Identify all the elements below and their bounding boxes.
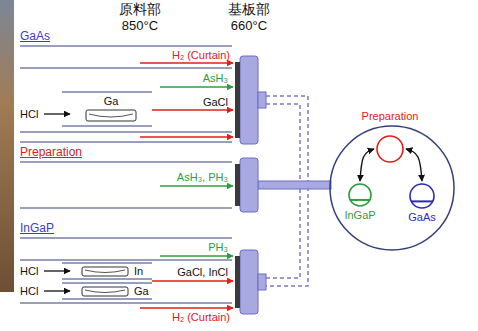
photo-strip — [0, 0, 14, 292]
temperature-value: 850°C — [122, 18, 158, 33]
holder-shaft — [258, 181, 331, 189]
gas-label: HCl — [20, 285, 38, 298]
tube-wall — [20, 67, 232, 68]
source-metal: Ga — [134, 285, 149, 298]
zone-label: 基板部 — [228, 1, 270, 18]
gas-label: AsH₃, PH₃ — [177, 171, 228, 184]
source-tube — [62, 91, 152, 92]
circle-outline — [376, 135, 404, 163]
tube-wall — [20, 207, 232, 208]
circle-outline — [410, 184, 434, 208]
chamber-name: GaAs — [20, 30, 50, 43]
linkage-dashed — [266, 96, 308, 286]
gas-flow-arrow — [44, 270, 70, 271]
chamber-name: InGaP — [20, 222, 54, 235]
tube-wall — [20, 161, 232, 162]
gas-flow-arrow — [160, 255, 233, 257]
substrate — [235, 164, 240, 206]
source-boat — [86, 110, 136, 121]
holder-shaft — [258, 274, 266, 290]
circle-outline — [409, 183, 435, 209]
rotation-stage — [330, 126, 454, 250]
gas-label: H₂ (Curtain) — [172, 49, 230, 62]
gas-label: HCl — [20, 108, 38, 121]
melt-surface — [85, 290, 125, 293]
substrate — [235, 62, 240, 138]
wafer-line — [350, 199, 370, 201]
circle-outline — [349, 184, 371, 206]
gas-flow-arrow — [140, 307, 233, 309]
zone-label: 原料部 — [119, 1, 161, 18]
station-label: Preparation — [362, 110, 419, 123]
source-metal: In — [134, 265, 143, 278]
substrate — [235, 256, 240, 308]
temperature-value: 660°C — [231, 18, 267, 33]
tube-wall — [20, 302, 232, 303]
circle-outline — [348, 183, 372, 207]
melt-surface — [85, 270, 125, 273]
melt-surface — [89, 114, 133, 117]
substrate-holder — [240, 158, 258, 212]
substrate-holder — [240, 250, 258, 314]
gas-flow-arrow — [44, 113, 70, 114]
circle-outline — [377, 136, 403, 162]
station-circle: Preparation — [362, 110, 419, 163]
tube-wall — [20, 237, 232, 238]
station-circle: GaAs — [408, 183, 436, 224]
gas-label: H₂ (Curtain) — [172, 311, 230, 324]
holder-shaft — [258, 92, 266, 108]
station-label: GaAs — [408, 211, 436, 224]
gas-flow-arrow — [152, 109, 233, 111]
gas-label: GaCl, InCl — [177, 266, 228, 279]
gas-flow-arrow — [140, 62, 233, 64]
chamber-name: Preparation — [20, 146, 82, 159]
transfer-arrow — [360, 149, 374, 181]
gas-label: AsH₃ — [203, 72, 228, 85]
source-tube — [62, 282, 152, 283]
station-label: InGaP — [344, 209, 375, 222]
tube-wall — [20, 259, 232, 260]
wafer-line — [411, 200, 432, 202]
gas-label: GaCl — [203, 96, 228, 109]
gas-flow-arrow — [152, 280, 233, 282]
gas-label: PH₃ — [208, 241, 228, 254]
source-metal: Ga — [104, 95, 119, 108]
gas-flow-arrow — [160, 86, 233, 88]
tube-wall — [20, 45, 232, 46]
gas-label: HCl — [20, 265, 38, 278]
tube-wall — [20, 141, 232, 142]
gas-flow-arrow — [160, 185, 233, 187]
source-boat — [82, 287, 128, 296]
source-boat — [82, 267, 128, 276]
tube-wall — [20, 131, 232, 132]
source-tube — [62, 125, 152, 126]
station-circle: InGaP — [344, 183, 375, 222]
linkage-dashed — [266, 104, 300, 278]
source-tube — [62, 298, 152, 299]
gas-flow-arrow — [44, 290, 70, 291]
substrate-holder — [240, 56, 258, 144]
gas-flow-arrow — [140, 136, 233, 138]
transfer-arrow — [406, 149, 422, 181]
source-tube — [62, 278, 152, 279]
source-tube — [62, 262, 152, 263]
